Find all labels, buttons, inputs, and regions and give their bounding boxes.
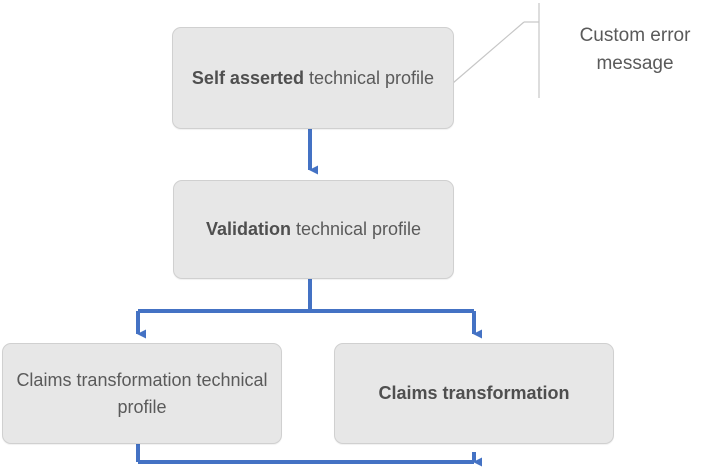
node-validation-emphasis: Validation <box>205 219 291 240</box>
node-validation-label: Validation technical profile <box>184 216 443 242</box>
node-validation-technical-profile[interactable]: Validation technical profile <box>173 180 454 279</box>
callout-line-1: Custom error <box>579 25 691 46</box>
node-self-asserted-rest: technical profile <box>303 67 435 88</box>
node-self-asserted-emphasis: Self asserted <box>191 67 304 88</box>
node-validation-rest: technical profile <box>290 219 422 240</box>
node-claims-transformation-label: Claims transformation <box>345 380 603 406</box>
node-claims-transformation[interactable]: Claims transformation <box>334 343 614 444</box>
node-claims-transformation-technical-profile-label: Claims transformation technical profile <box>16 370 268 417</box>
node-self-asserted-technical-profile[interactable]: Self asserted technical profile <box>172 27 454 129</box>
callout-line-2: message <box>596 53 674 75</box>
node-claims-transformation-technical-profile[interactable]: Claims transformation technical profile <box>2 343 282 444</box>
node-claims-transformation-emphasis: Claims transformation <box>378 383 570 404</box>
callout-custom-error-message: Custom error message <box>552 22 718 78</box>
node-self-asserted-label: Self asserted technical profile <box>183 65 443 91</box>
callout-leader-line <box>452 3 540 98</box>
connector-claims-tp-to-claims <box>136 444 482 467</box>
connector-validation-branch <box>136 279 482 339</box>
